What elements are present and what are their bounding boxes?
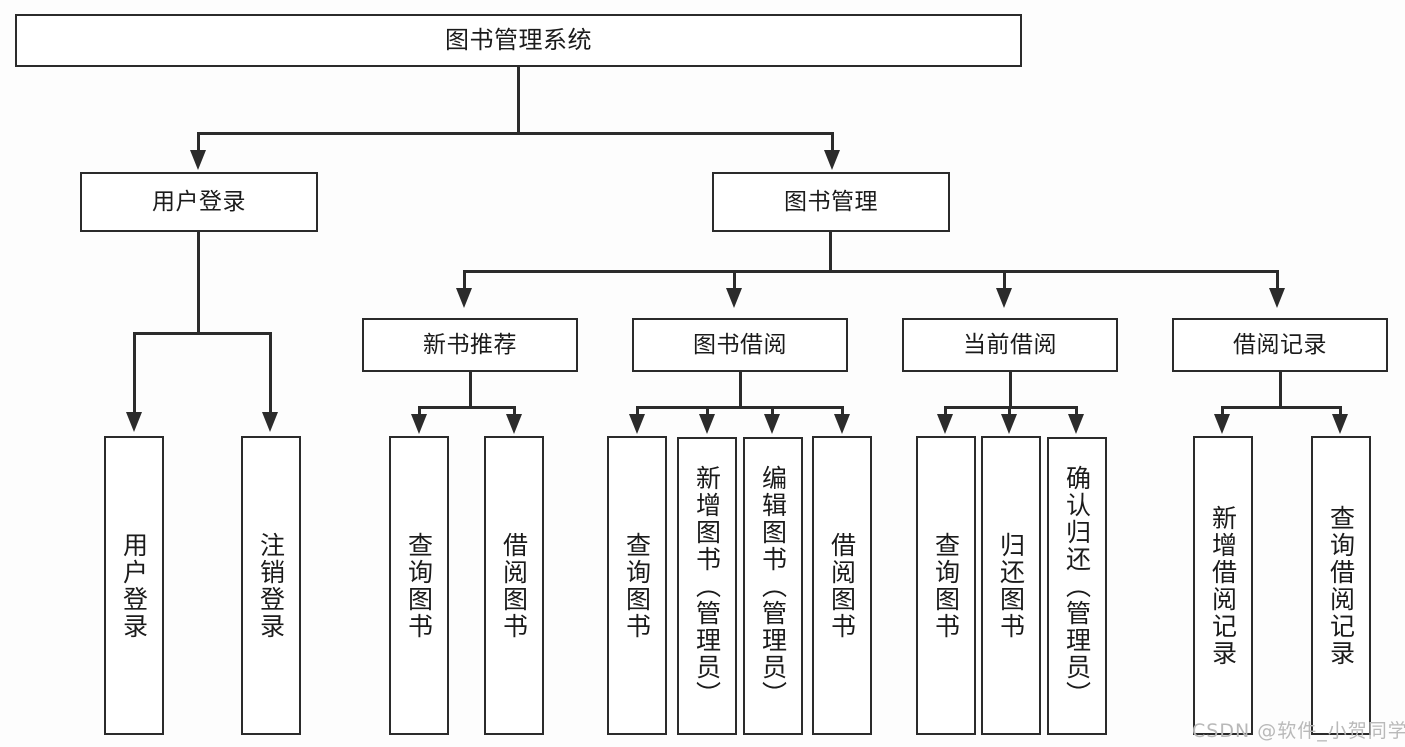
arrow-to-new-book-recommend [456,288,472,308]
connector-current-bus [944,406,1078,409]
connector-recommend-stem [469,372,472,408]
connector-user-login-drop-2 [269,332,272,414]
node-label: 用户登录 [152,188,246,215]
connector-record-stem [1279,372,1282,408]
connector-recommend-drop-1 [418,406,421,418]
node-root-book-management-system[interactable]: 图书管理系统 [15,14,1022,67]
connector-user-login-stem [197,232,200,334]
connector-record-bus [1221,406,1342,409]
connector-level3-drop-1 [463,270,466,292]
arrow-to-book-management [824,150,840,170]
node-label: 图书管理系统 [445,25,592,54]
node-label: 查询借阅记录 [1326,504,1356,667]
node-label: 图书借阅 [693,331,787,358]
leaf-current-confirm-return[interactable]: 确认归还（管理员） [1047,437,1107,735]
arrow-to-recommend-leaf-2 [506,414,522,434]
arrow-to-current-leaf-1 [937,414,953,434]
node-label: 新书推荐 [423,331,517,358]
connector-borrow-drop-4 [841,406,844,418]
leaf-record-add[interactable]: 新增借阅记录 [1193,436,1253,735]
node-new-book-recommend[interactable]: 新书推荐 [362,318,578,372]
connector-level3-bus [463,270,1279,273]
connector-borrow-drop-3 [771,406,774,418]
node-label: 借阅记录 [1233,331,1327,358]
node-label: 借阅图书 [827,531,857,640]
connector-root-drop-left [197,132,200,154]
connector-level3-drop-3 [1003,270,1006,292]
arrow-to-leaf-logout [262,412,278,432]
leaf-record-query[interactable]: 查询借阅记录 [1311,436,1371,735]
arrow-to-borrow-leaf-1 [629,414,645,434]
node-current-borrow[interactable]: 当前借阅 [902,318,1118,372]
connector-book-management-stem [829,232,832,272]
node-label: 注销登录 [256,531,286,640]
arrow-to-borrow-record [1269,288,1285,308]
arrow-to-book-borrow [726,288,742,308]
leaf-current-return-book[interactable]: 归还图书 [981,436,1041,735]
connector-root-drop-right [831,132,834,154]
node-label: 图书管理 [784,188,878,215]
node-book-borrow[interactable]: 图书借阅 [632,318,848,372]
node-label: 查询图书 [622,531,652,640]
arrow-to-record-leaf-2 [1332,414,1348,434]
arrow-to-user-login [190,150,206,170]
leaf-borrow-borrow-book[interactable]: 借阅图书 [812,436,872,735]
connector-record-drop-2 [1339,406,1342,418]
node-label: 借阅图书 [499,531,529,640]
connector-current-stem [1009,372,1012,408]
arrow-to-leaf-user-login [126,412,142,432]
node-label: 新增借阅记录 [1208,504,1238,667]
connector-borrow-drop-2 [706,406,709,418]
node-book-management[interactable]: 图书管理 [712,172,950,232]
leaf-recommend-borrow-book[interactable]: 借阅图书 [484,436,544,735]
connector-borrow-bus [636,406,844,409]
node-label: 确认归还（管理员） [1062,464,1092,708]
arrow-to-record-leaf-1 [1214,414,1230,434]
connector-current-drop-2 [1008,406,1011,418]
connector-level3-drop-4 [1276,270,1279,292]
connector-root-bus [197,132,834,135]
leaf-recommend-query-book[interactable]: 查询图书 [389,436,449,735]
leaf-borrow-edit-book[interactable]: 编辑图书（管理员） [743,437,803,735]
connector-borrow-drop-1 [636,406,639,418]
leaf-borrow-add-book[interactable]: 新增图书（管理员） [677,437,737,735]
node-label: 归还图书 [996,531,1026,640]
leaf-user-login[interactable]: 用户登录 [104,436,164,735]
node-borrow-record[interactable]: 借阅记录 [1172,318,1388,372]
csdn-watermark: CSDN @软件_小贺同学 [1192,720,1405,742]
node-label: 查询图书 [404,531,434,640]
arrow-to-borrow-leaf-2 [699,414,715,434]
node-label: 当前借阅 [963,331,1057,358]
connector-user-login-bus [133,332,272,335]
connector-record-drop-1 [1221,406,1224,418]
connector-user-login-drop-1 [133,332,136,414]
leaf-logout[interactable]: 注销登录 [241,436,301,735]
connector-borrow-stem [739,372,742,408]
leaf-borrow-query-book[interactable]: 查询图书 [607,436,667,735]
arrow-to-borrow-leaf-3 [764,414,780,434]
connector-level3-drop-2 [733,270,736,292]
arrow-to-borrow-leaf-4 [834,414,850,434]
node-label: 新增图书（管理员） [692,464,722,708]
connector-current-drop-1 [944,406,947,418]
node-label: 编辑图书（管理员） [758,464,788,708]
connector-root-stem [517,67,520,134]
arrow-to-current-leaf-3 [1068,414,1084,434]
connector-current-drop-3 [1075,406,1078,418]
arrow-to-current-leaf-2 [1001,414,1017,434]
arrow-to-recommend-leaf-1 [411,414,427,434]
node-label: 用户登录 [119,531,149,640]
node-user-login[interactable]: 用户登录 [80,172,318,232]
leaf-current-query-book[interactable]: 查询图书 [916,436,976,735]
node-label: 查询图书 [931,531,961,640]
arrow-to-current-borrow [996,288,1012,308]
connector-recommend-drop-2 [513,406,516,418]
connector-recommend-bus [418,406,516,409]
